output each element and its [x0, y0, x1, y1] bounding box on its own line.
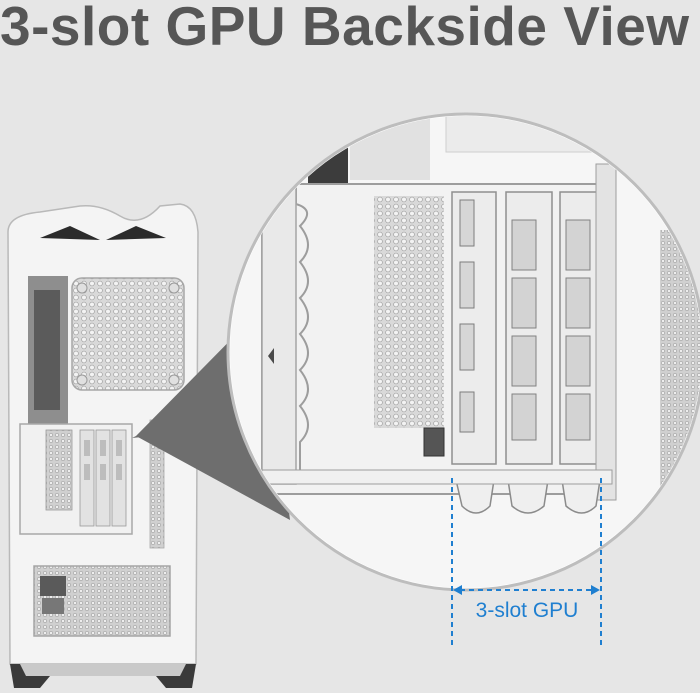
magnifier-circle-icon: [226, 112, 700, 592]
dimension-label: 3-slot GPU: [475, 599, 579, 622]
rear-fan-mesh: [71, 277, 185, 391]
top-vent-right: [106, 226, 166, 240]
page-title: 3-slot GPU Backside View: [0, 0, 690, 57]
arrow-left-icon: [453, 585, 462, 595]
dimension-marker: [451, 478, 602, 648]
pc-case-rear: [7, 203, 199, 688]
arrow-right-icon: [591, 585, 600, 595]
top-vent-left: [40, 226, 100, 240]
